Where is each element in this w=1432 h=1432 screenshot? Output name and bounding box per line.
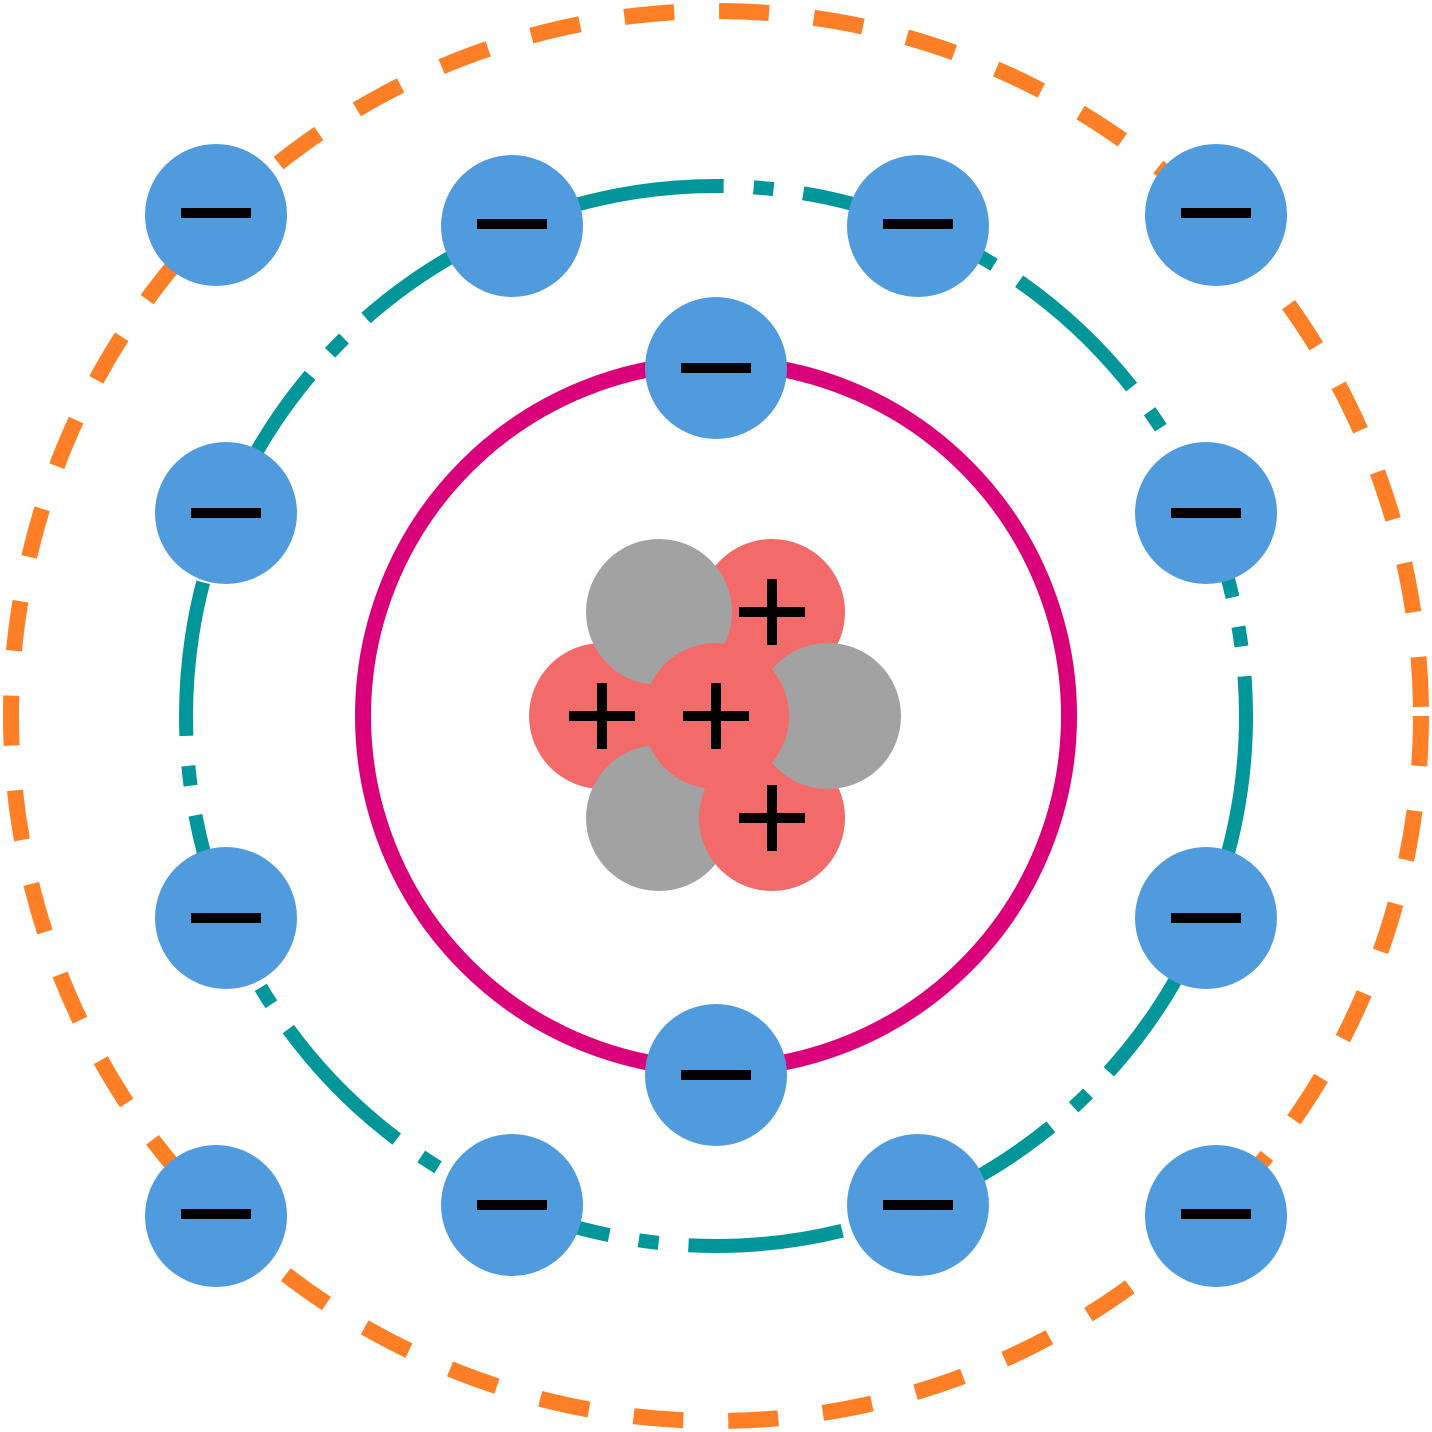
neutron — [755, 643, 901, 789]
electron — [1135, 442, 1277, 584]
nucleus — [529, 539, 901, 891]
plus-sign-icon — [739, 785, 805, 851]
electron — [155, 442, 297, 584]
outer-shell — [3, 3, 1429, 1429]
minus-sign-icon — [1171, 508, 1241, 518]
electron — [847, 155, 989, 297]
minus-sign-icon — [191, 508, 261, 518]
minus-sign-icon — [181, 1209, 251, 1219]
minus-sign-icon — [191, 913, 261, 923]
electron — [145, 1145, 287, 1287]
minus-sign-icon — [883, 219, 953, 229]
minus-sign-icon — [1181, 208, 1251, 218]
electron — [145, 144, 287, 286]
minus-sign-icon — [883, 1200, 953, 1210]
plus-sign-icon — [683, 683, 749, 749]
middle-shell — [179, 179, 1253, 1253]
electron — [1145, 1145, 1287, 1287]
electron — [441, 1134, 583, 1276]
electron — [1145, 144, 1287, 286]
plus-sign-icon — [739, 579, 805, 645]
minus-sign-icon — [477, 219, 547, 229]
minus-sign-icon — [1171, 913, 1241, 923]
electron — [441, 155, 583, 297]
electron — [847, 1134, 989, 1276]
minus-sign-icon — [477, 1200, 547, 1210]
electron — [645, 1004, 787, 1146]
electrons — [145, 144, 1287, 1287]
electron — [155, 847, 297, 989]
minus-sign-icon — [181, 208, 251, 218]
minus-sign-icon — [1181, 1209, 1251, 1219]
minus-sign-icon — [681, 363, 751, 373]
neutron-body — [755, 643, 901, 789]
plus-sign-icon — [569, 683, 635, 749]
electron — [645, 297, 787, 439]
electron — [1135, 847, 1277, 989]
minus-sign-icon — [681, 1070, 751, 1080]
